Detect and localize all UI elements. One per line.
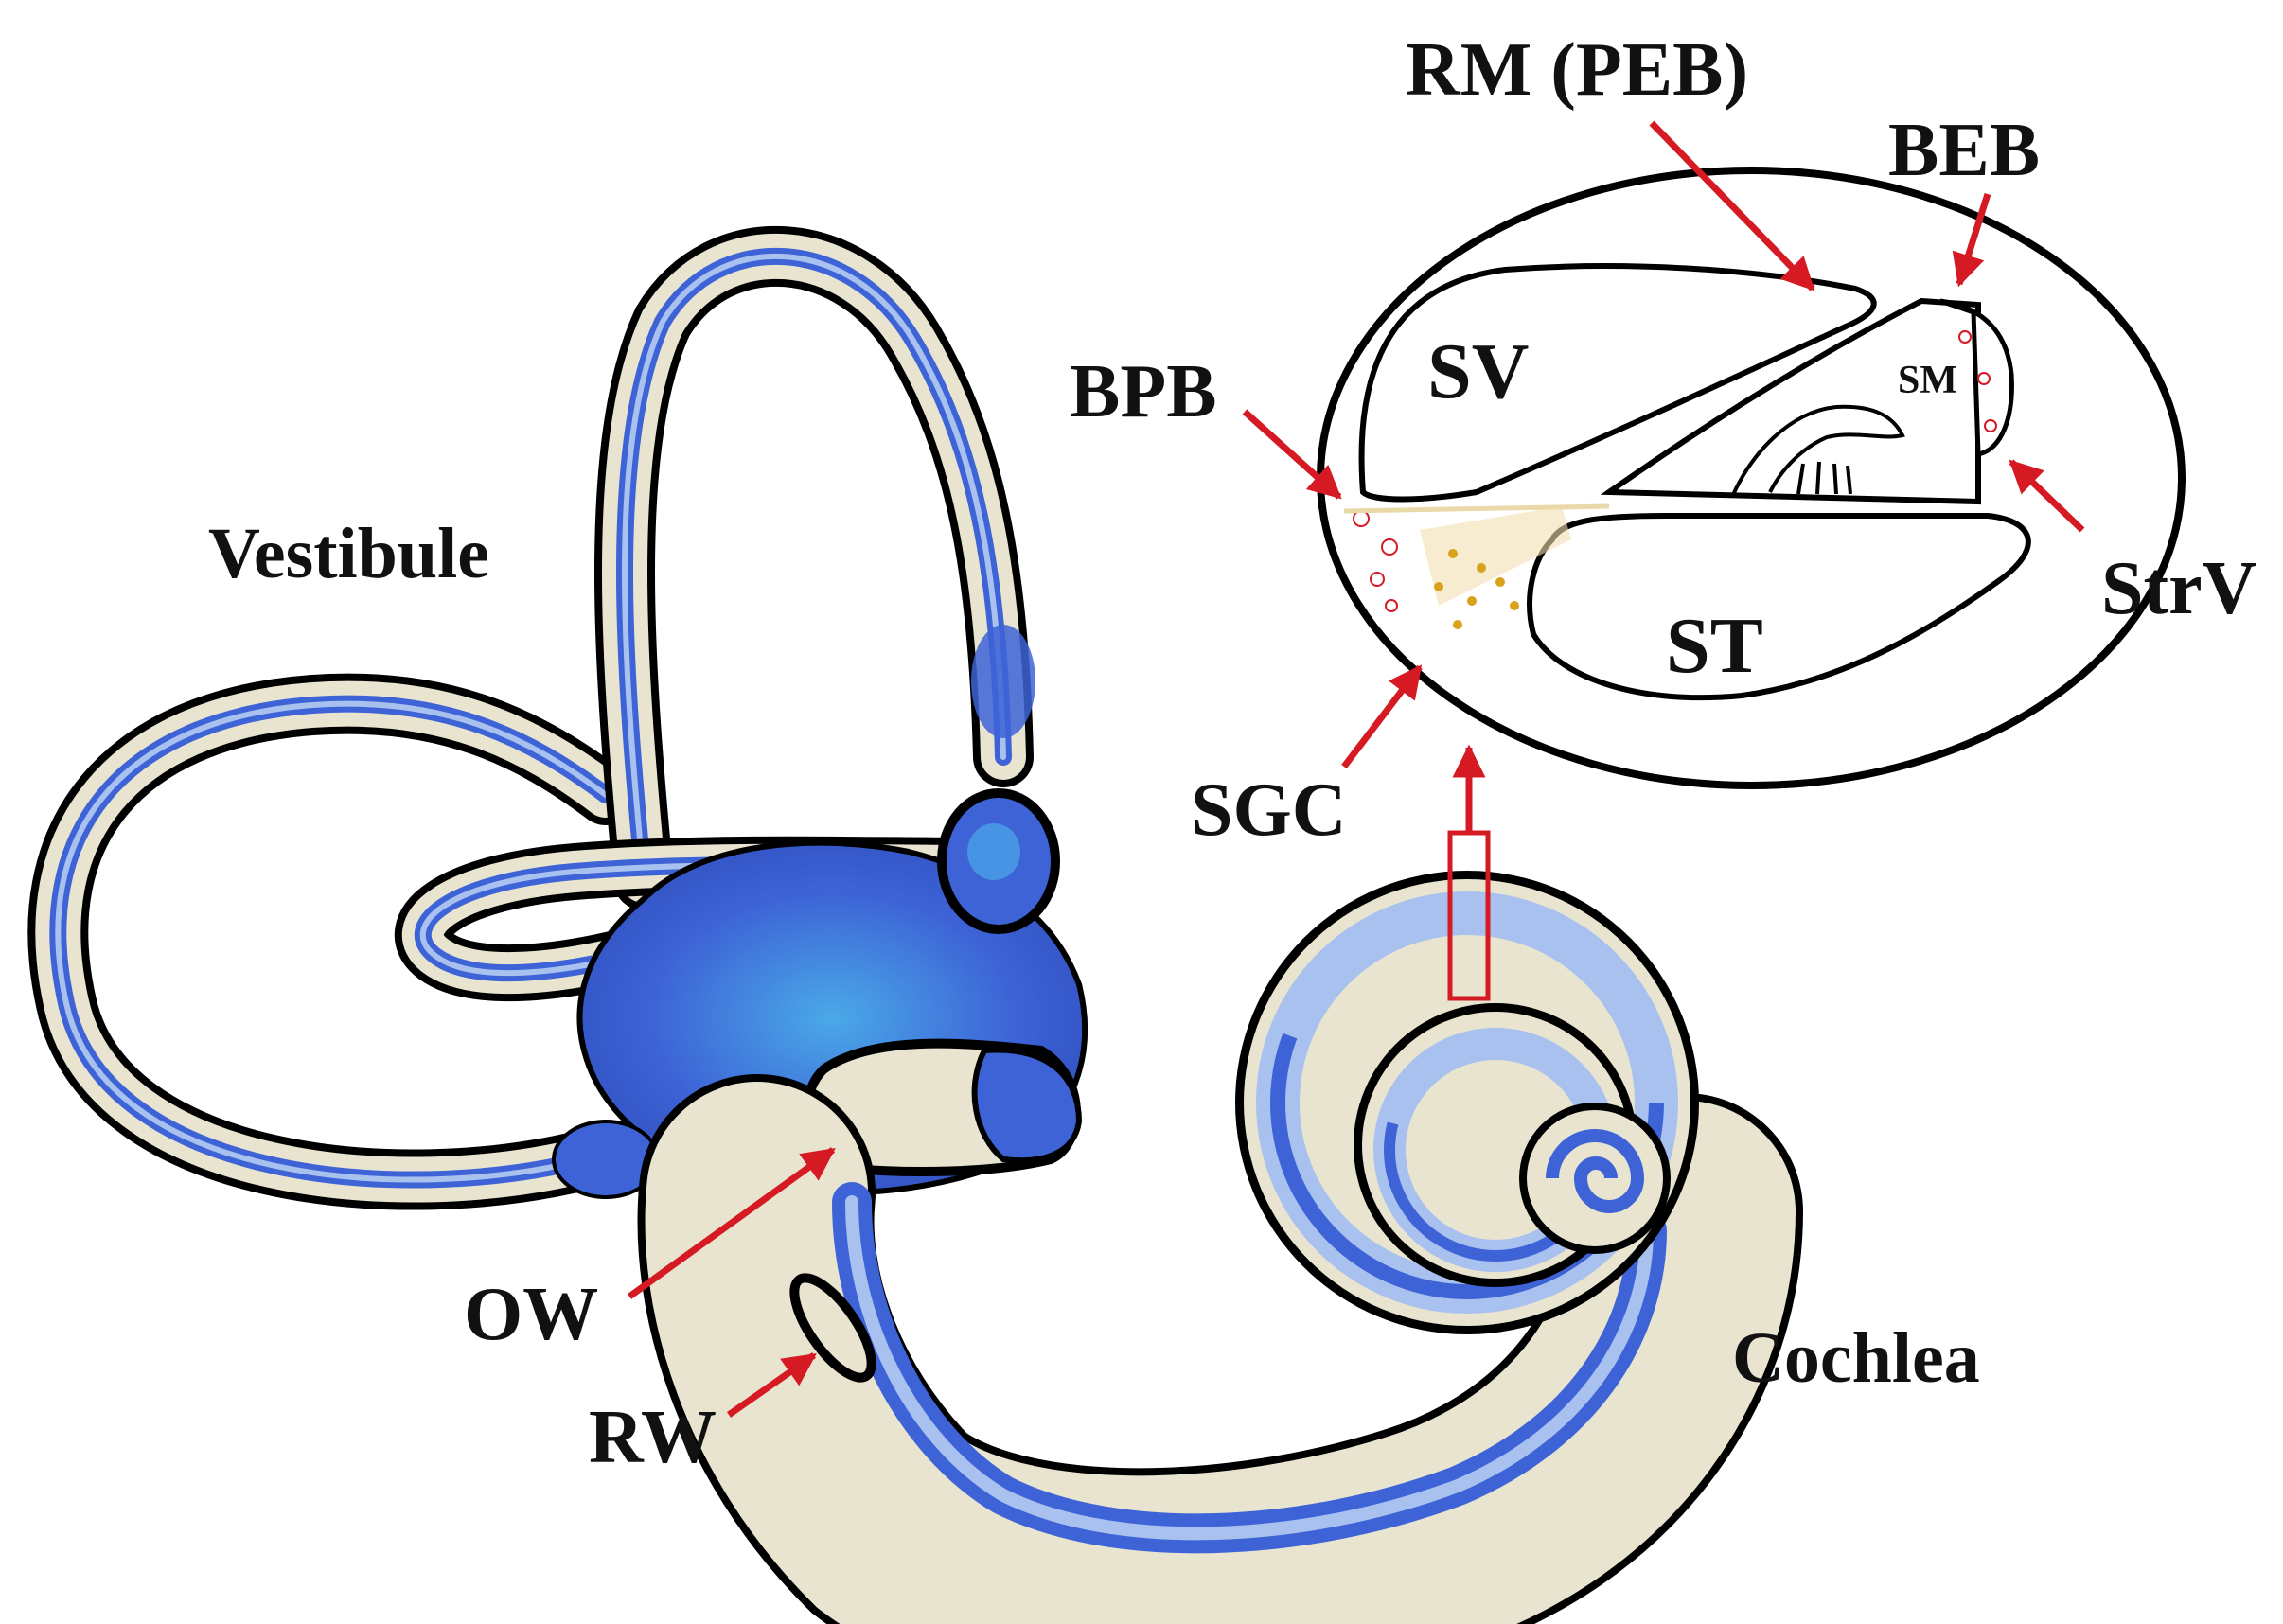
label-rw: RW [589, 1396, 717, 1479]
arrow-sgc [1341, 664, 1423, 769]
cochlear-cross-section [1317, 167, 2186, 789]
arrow-beb [1952, 192, 1991, 288]
scala-media [1600, 297, 1981, 505]
arrow-rm-peb [1649, 120, 1815, 291]
scala-tympani [1527, 513, 2031, 701]
label-rm-peb: RM (PEB) [1406, 28, 1748, 112]
label-ow: OW [464, 1273, 598, 1356]
arrow-rw [726, 1352, 817, 1418]
label-beb: BEB [1888, 109, 2040, 192]
label-sgc: SGC [1191, 768, 1347, 852]
lateral-canal [27, 673, 636, 1210]
label-sm: SM [1898, 359, 1957, 402]
arrow-strv [2009, 459, 2085, 533]
arrow-bpb [1242, 409, 1342, 500]
spiral-ganglion-cells [1420, 506, 1571, 629]
label-st: ST [1666, 602, 1763, 690]
scala-vestibuli [1358, 263, 1877, 503]
label-sv: SV [1427, 327, 1529, 415]
arrow-ow [627, 1147, 836, 1299]
anterior-canal [594, 225, 1034, 910]
stria-vascularis [1939, 298, 2014, 458]
label-vestibule: Vestibule [208, 514, 489, 593]
label-bpb: BPB [1070, 350, 1217, 433]
label-cochlea: Cochlea [1732, 1318, 1980, 1398]
label-strv: StrV [2101, 547, 2256, 630]
annotation-arrows [627, 120, 2085, 1418]
round-window [789, 1273, 876, 1383]
labels: Vestibule Cochlea OW RW RM (PEB) BEB BPB… [208, 28, 2256, 1479]
